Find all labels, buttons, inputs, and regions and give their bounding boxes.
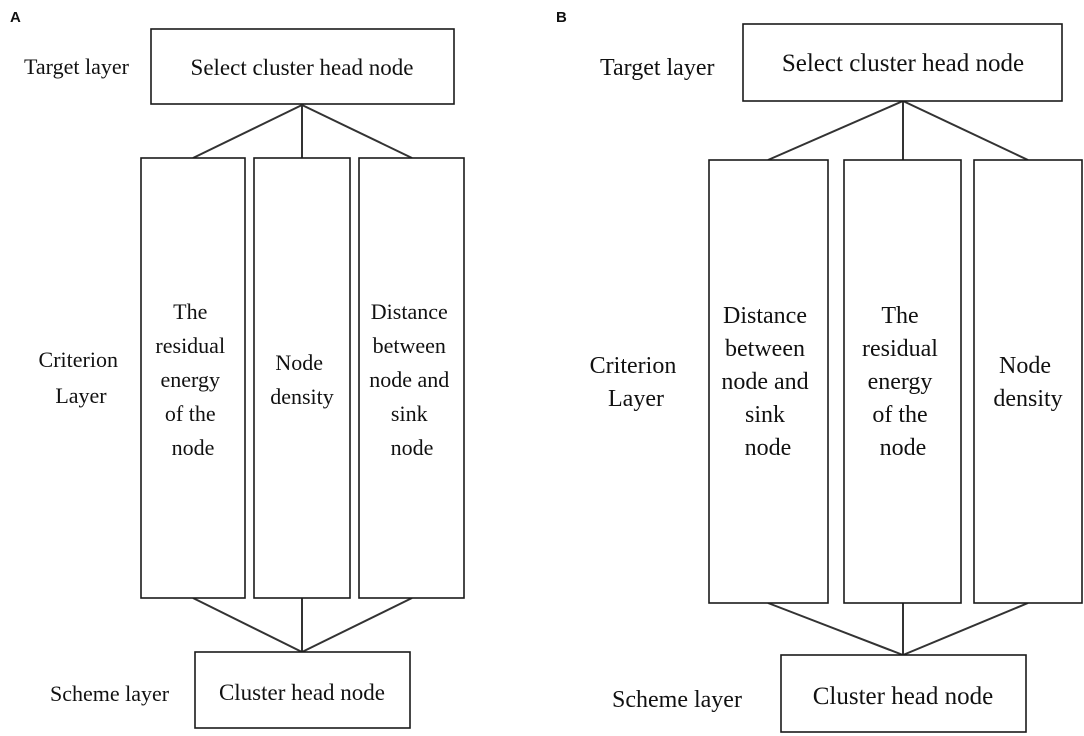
connector-target-criterion-3 — [902, 100, 1029, 161]
connector-criterion-scheme-1 — [767, 602, 904, 656]
criterion-node-label: Distance between node and sink node — [369, 299, 455, 460]
criterion-layer-label-line: Layer — [608, 386, 664, 412]
panel-a: A Target layer Criterion Layer Scheme la… — [10, 9, 465, 729]
scheme-node-box — [780, 654, 1027, 733]
connector-criterion-scheme-3 — [301, 597, 413, 653]
target-layer-label: Target layer — [600, 55, 714, 81]
panel-b: B Target layer Criterion Layer Scheme la… — [556, 9, 1083, 733]
target-node-label: Select cluster head node — [782, 50, 1024, 77]
connector-target-criterion-1 — [767, 100, 904, 161]
criterion-node-box — [843, 159, 962, 604]
connector-target-criterion-1 — [192, 104, 303, 159]
criterion-layer-label: Criterion Layer — [590, 353, 683, 412]
scheme-layer-label: Scheme layer — [612, 687, 742, 713]
target-node-box — [150, 28, 455, 105]
criterion-node-label: Node density — [270, 350, 334, 409]
target-node-label: Select cluster head node — [191, 55, 414, 80]
criterion-node-label: Node density — [993, 353, 1062, 412]
criterion-node-label: The residual energy of the node — [155, 299, 230, 460]
criterion-node-box — [358, 157, 465, 599]
connector-criterion-scheme-1 — [192, 597, 303, 653]
connector-target-criterion-3 — [301, 104, 413, 159]
criterion-node-box — [140, 157, 246, 599]
scheme-layer-label: Scheme layer — [50, 681, 170, 706]
target-node-box — [742, 23, 1063, 102]
criterion-node-box — [973, 159, 1083, 604]
target-layer-label: Target layer — [24, 54, 130, 79]
scheme-node-label: Cluster head node — [219, 680, 385, 705]
criterion-layer-label-line: Layer — [55, 383, 107, 408]
scheme-node-label: Cluster head node — [813, 683, 994, 710]
criterion-layer-label-line: Criterion — [590, 353, 677, 379]
criterion-node-box — [253, 157, 351, 599]
scheme-node-box — [194, 651, 411, 729]
criterion-node-label: The residual energy of the node — [862, 303, 944, 461]
panel-a-letter: A — [10, 9, 21, 26]
connector-criterion-scheme-3 — [902, 602, 1029, 656]
criterion-layer-label-line: Criterion — [39, 347, 118, 372]
criterion-node-box — [708, 159, 829, 604]
panel-b-letter: B — [556, 9, 567, 26]
criterion-layer-label: Criterion Layer — [39, 347, 124, 408]
criterion-node-label: Distance between node and sink node — [721, 303, 814, 461]
